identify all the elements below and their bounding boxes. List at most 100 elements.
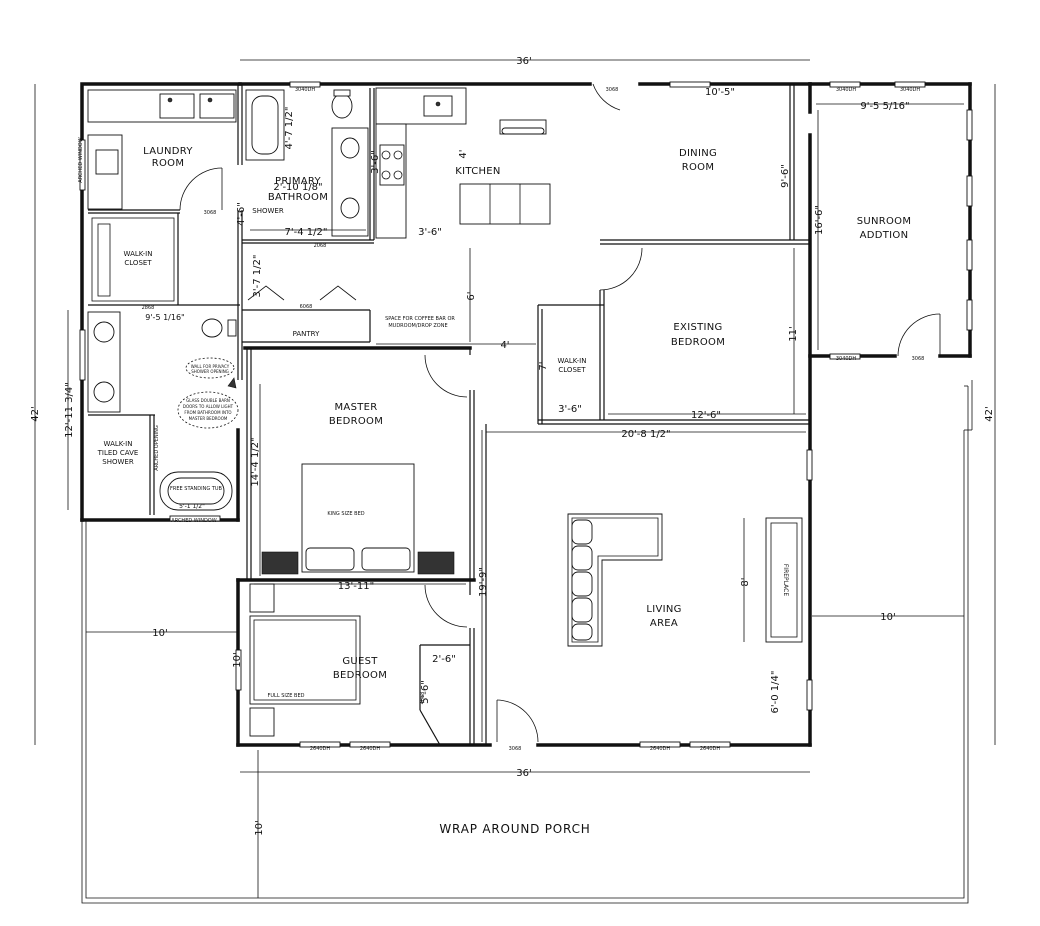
label-walkin-shower-3: SHOWER	[102, 458, 134, 466]
interior-walls	[88, 84, 811, 746]
dim-dining-width: 10'-5"	[705, 87, 735, 98]
label-walkin-shower-1: WALK-IN	[104, 440, 133, 448]
label-dining-2: ROOM	[682, 162, 715, 173]
dim-guest-closet-w: 2'-6"	[432, 654, 456, 665]
tag-win-sun-2: 3040DH	[900, 87, 921, 93]
dim-existing-closet-w: 3'-6"	[558, 404, 582, 415]
dim-kitchen-h2: 4'	[458, 149, 469, 158]
opening-tags: 3040DH 3040DH 3040DH 3040DH 2640DH 2640D…	[142, 87, 925, 752]
dim-master-h: 14'-4 1/2"	[250, 437, 261, 486]
dim-right-height: 42'	[984, 406, 995, 421]
dimension-lines	[34, 59, 996, 898]
dim-porch-right: 10'	[880, 612, 895, 623]
tag-door-2868: 2868	[142, 305, 155, 311]
note-glass-4: MASTER BEDROOM	[189, 416, 228, 421]
label-existing-bedroom-1: EXISTING	[673, 322, 722, 333]
label-full-bed: FULL SIZE BED	[268, 693, 305, 699]
tag-win-guest-2: 2640DH	[360, 746, 381, 752]
tag-win-living-1: 2640DH	[650, 746, 671, 752]
dim-hall-4: 4'	[500, 340, 509, 351]
label-master-bedroom-2: BEDROOM	[329, 416, 383, 427]
note-glass-3: FROM BATHROOM INTO	[184, 410, 231, 415]
label-free-tub: FREE STANDING TUB	[170, 486, 223, 492]
dim-sunroom-height: 16'-6"	[814, 205, 825, 235]
tag-door-laundry: 3068	[204, 210, 217, 216]
dim-dining-height: 9'-6"	[780, 164, 791, 188]
label-dining-1: DINING	[679, 148, 717, 159]
room-labels: LAUNDRY ROOM PRIMARY BATHROOM SHOWER KIT…	[78, 137, 911, 836]
label-pantry: PANTRY	[293, 330, 320, 338]
dim-guest-closet-h: 5'-6"	[420, 680, 431, 704]
label-coffee-bar-1: SPACE FOR COFFEE BAR OR	[385, 316, 455, 322]
tag-win-top-bath: 3040DH	[295, 87, 316, 93]
dim-left-height: 42'	[30, 406, 41, 421]
note-hall-2: SHOWER OPENING	[191, 369, 229, 374]
dim-master-bath-w: 9'-5 1/16"	[145, 313, 184, 322]
dim-guest-h: 10'	[232, 652, 243, 667]
dim-bath-w2: 7'-4 1/2"	[285, 227, 328, 238]
dim-fireplace-h: 8'	[740, 577, 751, 586]
dim-kitchen-w: 3'-6"	[418, 227, 442, 238]
dim-top-width: 36'	[516, 56, 531, 67]
label-porch: WRAP AROUND PORCH	[439, 822, 590, 836]
dim-existing-closet-h: 7'	[538, 361, 549, 370]
dim-tub-w: 5'-1 1/2"	[179, 503, 205, 510]
label-arched-opening: ARCHED OPENING	[154, 425, 160, 471]
porch-outline	[81, 380, 973, 904]
dim-existing-h: 11'	[788, 326, 799, 341]
note-glass-2: DOORS TO ALLOW LIGHT	[183, 404, 234, 409]
label-walkin-closet-2b: CLOSET	[558, 366, 586, 374]
label-walkin-closet-1a: WALK-IN	[124, 250, 153, 258]
label-coffee-bar-2: MUDROOM/DROP ZONE	[388, 323, 447, 329]
label-walkin-closet-1b: CLOSET	[124, 259, 152, 267]
dim-bath-h2: 4'-6"	[236, 202, 247, 226]
label-sunroom-2: ADDTION	[860, 230, 909, 241]
dim-living-h: 19'-9"	[478, 567, 489, 597]
dim-bath-w1: 2'-10 1/8"	[273, 182, 322, 193]
label-arched-window-2: ARCHED WINDOW	[171, 518, 216, 524]
dim-living-lower: 6'-0 1/4"	[770, 671, 781, 714]
tag-win-sun-1: 3040DH	[836, 87, 857, 93]
dim-porch-left: 10'	[152, 628, 167, 639]
dim-porch-bottom: 10'	[254, 820, 265, 835]
tag-door-top: 3068	[606, 87, 619, 93]
dim-hall-h: 3'-7 1/2"	[252, 255, 263, 298]
dimension-labels: 36' 36' 42' 42' 10'-5" 9'-5 5/16" 9'-6" …	[30, 56, 995, 836]
dim-bath-h1: 4'-7 1/2"	[284, 107, 295, 150]
label-kitchen: KITCHEN	[455, 166, 500, 177]
dim-bottom-width: 36'	[516, 768, 531, 779]
dim-hall-6: 6'	[466, 291, 477, 300]
tag-win-living-2: 2640DH	[700, 746, 721, 752]
tag-win-sun-3: 3040DH	[836, 356, 857, 362]
label-guest-bedroom-2: BEDROOM	[333, 670, 387, 681]
tag-door-pantry: 6068	[300, 304, 313, 310]
label-shower: SHOWER	[252, 207, 284, 215]
note-glass-1: GLASS DOUBLE BARN	[186, 398, 230, 403]
label-guest-bedroom-1: GUEST	[342, 656, 378, 667]
label-existing-bedroom-2: BEDROOM	[671, 337, 725, 348]
tag-door-sun: 3068	[912, 356, 925, 362]
label-master-bedroom-1: MASTER	[335, 402, 378, 413]
label-laundry-1: LAUNDRY	[143, 146, 193, 157]
label-living-1: LIVING	[646, 604, 681, 615]
label-walkin-shower-2: TILED CAVE	[97, 449, 139, 457]
label-primary-bath-2: BATHROOM	[268, 192, 328, 203]
label-walkin-closet-2a: WALK-IN	[558, 357, 587, 365]
note-hall-1: WALL FOR PRIVACY	[191, 364, 230, 369]
tag-win-guest-1: 2640DH	[310, 746, 331, 752]
door-swings	[179, 83, 941, 743]
tag-door-front: 3068	[509, 746, 522, 752]
fixtures	[87, 87, 663, 737]
label-living-2: AREA	[650, 618, 678, 629]
dim-kitchen-h1: 3'-6"	[370, 150, 381, 174]
windows	[79, 81, 973, 748]
label-arched-window-1: ARCHED WINDOW	[78, 137, 84, 182]
label-fireplace: FIREPLACE	[782, 564, 789, 596]
label-king-bed: KING SIZE BED	[327, 511, 364, 517]
dim-sunroom-width: 9'-5 5/16"	[860, 101, 909, 112]
dim-living-w: 20'-8 1/2"	[621, 429, 670, 440]
label-primary-bath-1: PRIMARY	[275, 176, 322, 187]
label-sunroom-1: SUNROOM	[857, 216, 912, 227]
tag-door-guest-closet: 4068	[420, 692, 426, 705]
